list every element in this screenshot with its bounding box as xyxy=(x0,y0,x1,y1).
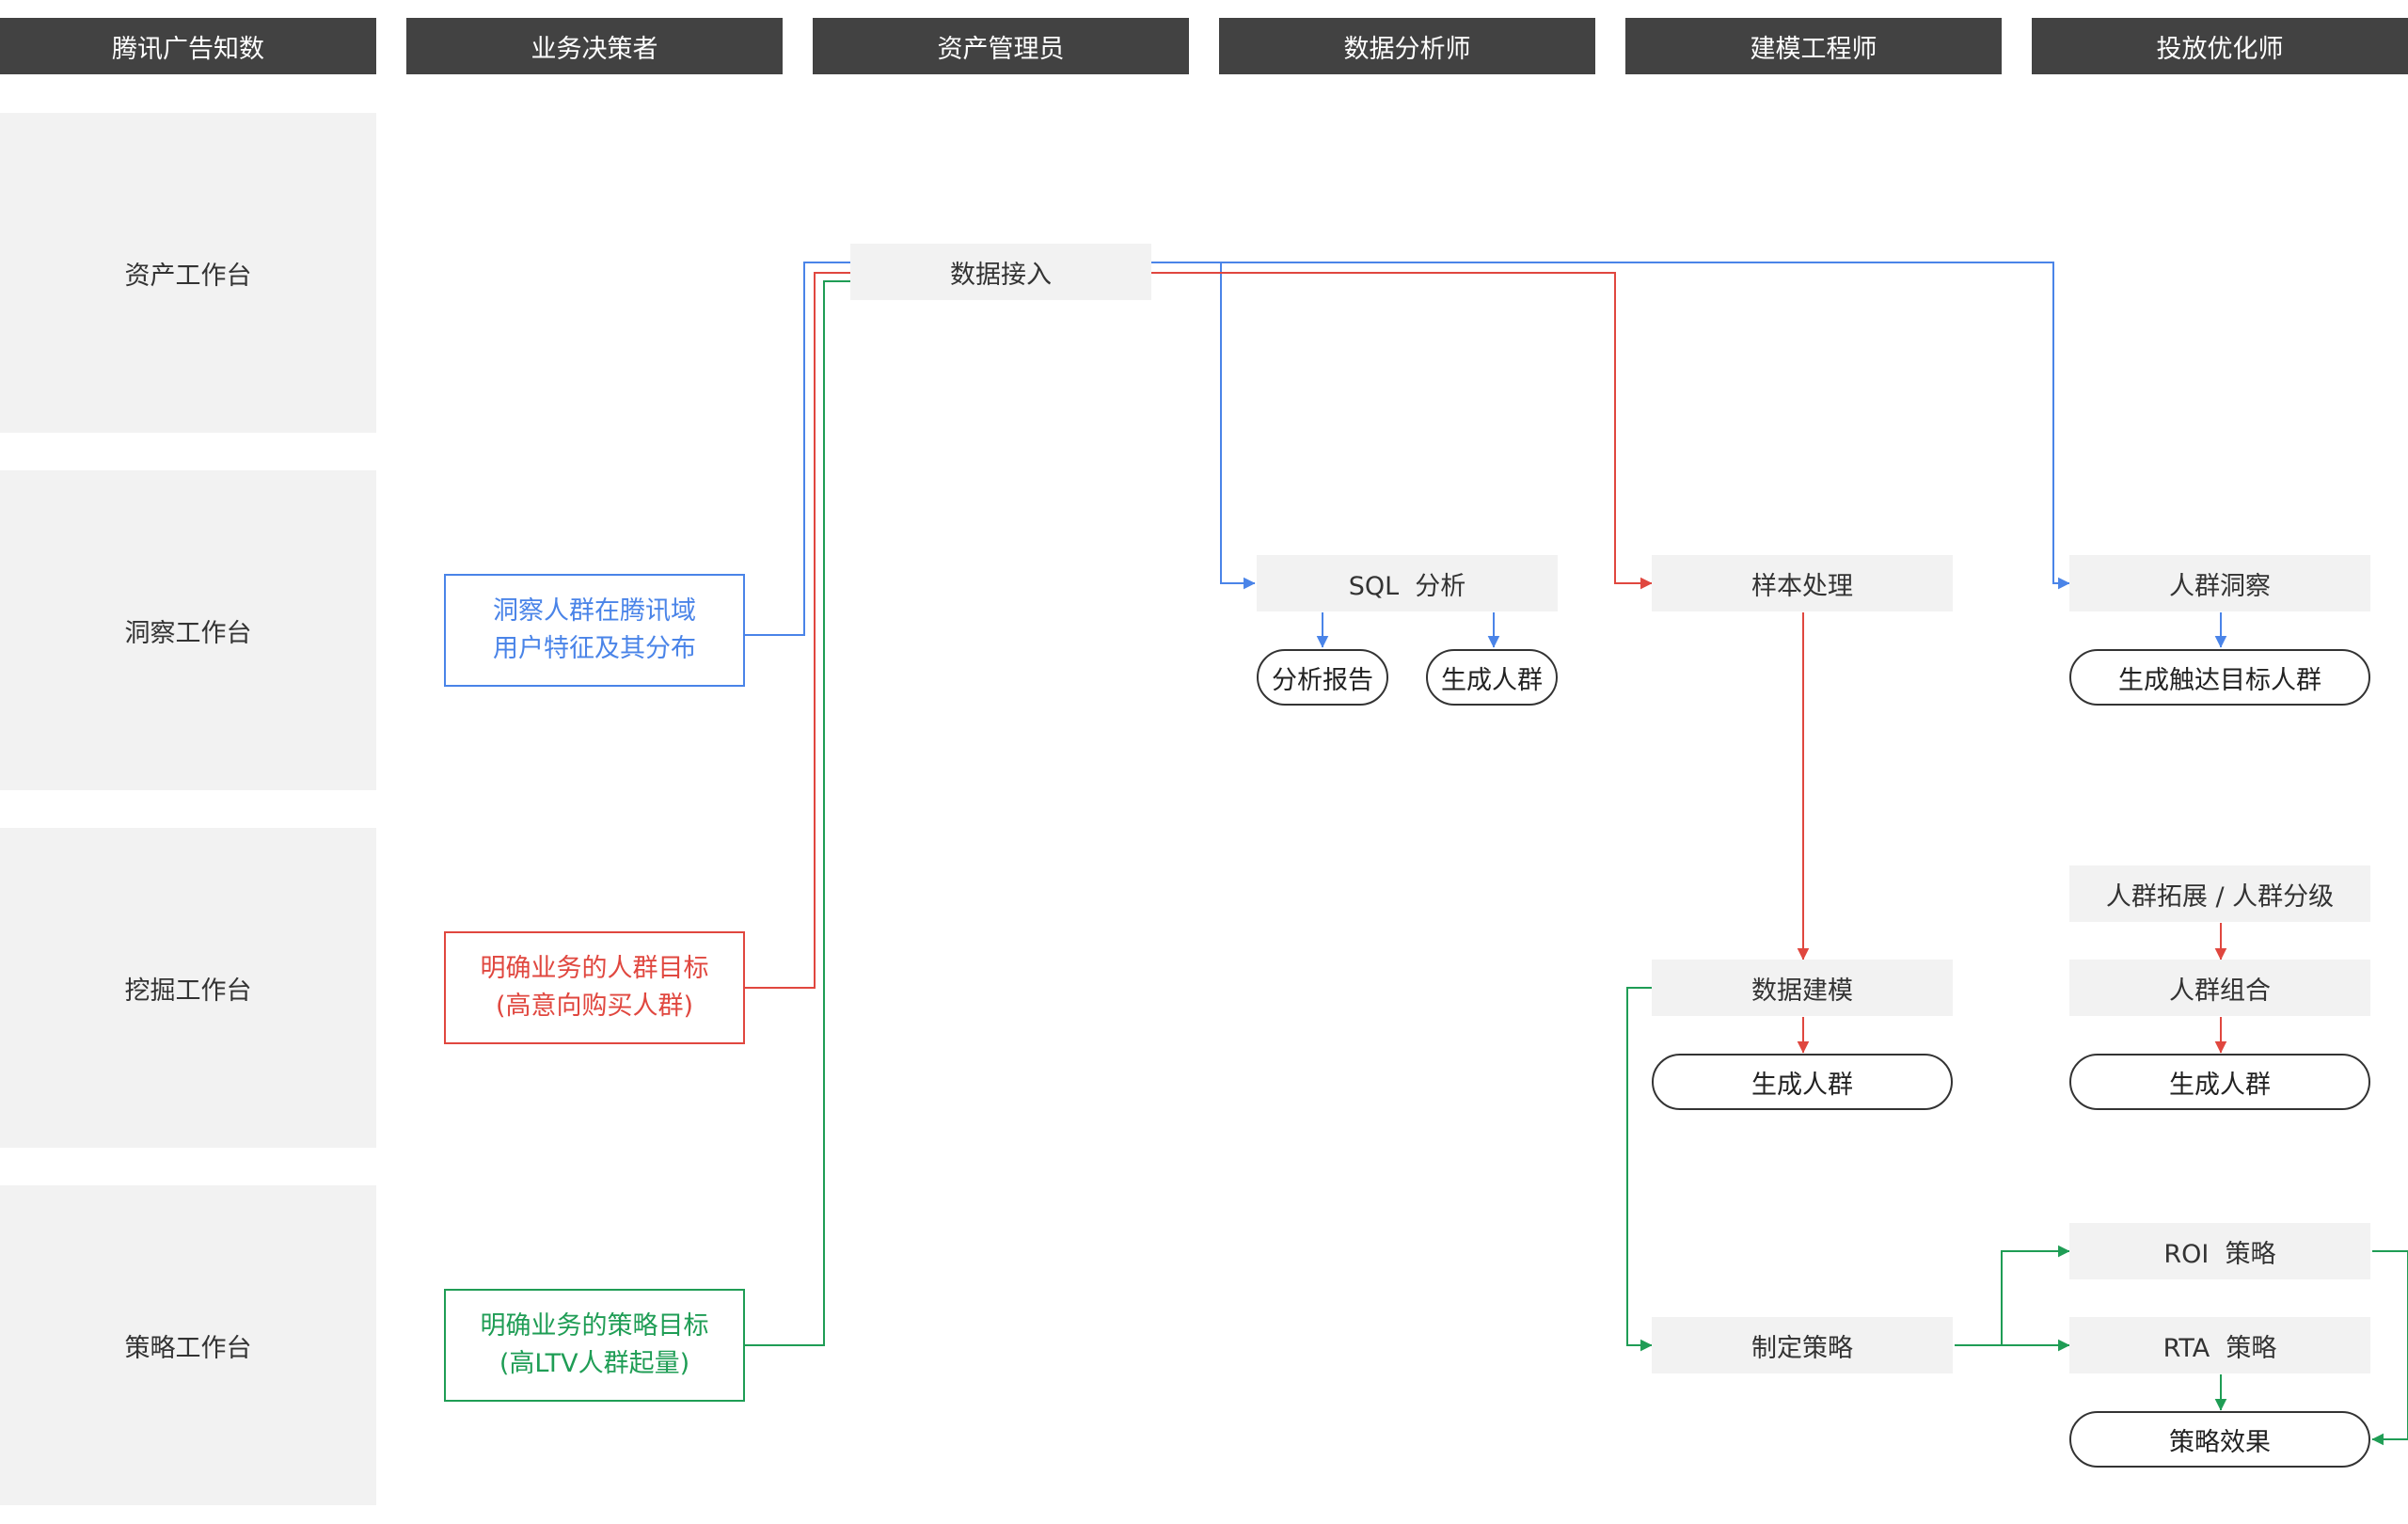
column-header-tencent-ads: 腾讯广告知数 xyxy=(0,18,376,74)
audience-combo-node: 人群组合 xyxy=(2069,960,2370,1016)
column-header-delivery-optimizer: 投放优化师 xyxy=(2032,18,2408,74)
audience-insight-node: 人群洞察 xyxy=(2069,555,2370,611)
modeler-generate-audience-node: 生成人群 xyxy=(1652,1054,1953,1110)
generate-reach-audience-node: 生成触达目标人群 xyxy=(2069,649,2370,706)
insight-goal-box: 洞察人群在腾讯域 用户特征及其分布 xyxy=(444,574,745,687)
insight-goal-line-1: 洞察人群在腾讯域 xyxy=(493,596,696,626)
column-header-asset-admin: 资产管理员 xyxy=(813,18,1189,74)
green-line-strategy-to-roi xyxy=(2001,1245,2070,1345)
optimizer-generate-audience-node: 生成人群 xyxy=(2069,1054,2370,1110)
make-strategy-node: 制定策略 xyxy=(1652,1317,1953,1373)
green-line-modeling-to-strategy xyxy=(1626,987,1653,1352)
rta-strategy-node: RTA 策略 xyxy=(2069,1317,2370,1373)
red-line-ingest-to-sample xyxy=(1151,272,1653,590)
roi-strategy-node: ROI 策略 xyxy=(2069,1223,2370,1279)
blue-line-goal-to-ingest xyxy=(745,262,850,636)
mining-goal-box: 明确业务的人群目标 (高意向购买人群) xyxy=(444,931,745,1044)
audience-expand-node: 人群拓展 / 人群分级 xyxy=(2069,865,2370,922)
strategy-effect-node: 策略效果 xyxy=(2069,1411,2370,1468)
analyst-generate-audience-node: 生成人群 xyxy=(1426,649,1558,706)
red-line-goal-to-ingest xyxy=(745,272,850,989)
insight-goal-line-2: 用户特征及其分布 xyxy=(493,634,696,663)
strategy-goal-line-1: 明确业务的策略目标 xyxy=(480,1311,709,1341)
row-label-asset-workbench: 资产工作台 xyxy=(0,113,376,433)
strategy-goal-box: 明确业务的策略目标 (高LTV人群起量) xyxy=(444,1289,745,1402)
blue-line-ingest-to-insight xyxy=(1151,262,2070,590)
mining-goal-line-1: 明确业务的人群目标 xyxy=(480,954,709,983)
data-modeling-node: 数据建模 xyxy=(1652,960,1953,1016)
row-label-strategy-workbench: 策略工作台 xyxy=(0,1185,376,1505)
analysis-report-node: 分析报告 xyxy=(1257,649,1388,706)
green-line-goal-to-ingest xyxy=(745,280,850,1346)
blue-line-ingest-to-sql xyxy=(1151,262,1256,590)
data-ingest-node: 数据接入 xyxy=(850,244,1151,300)
column-header-modeling-engineer: 建模工程师 xyxy=(1625,18,2002,74)
column-header-business-decision-maker: 业务决策者 xyxy=(406,18,783,74)
sql-analysis-node: SQL 分析 xyxy=(1257,555,1558,611)
column-header-data-analyst: 数据分析师 xyxy=(1219,18,1595,74)
row-label-mining-workbench: 挖掘工作台 xyxy=(0,828,376,1148)
row-label-insight-workbench: 洞察工作台 xyxy=(0,470,376,790)
mining-goal-line-2: (高意向购买人群) xyxy=(495,992,694,1021)
strategy-goal-line-2: (高LTV人群起量) xyxy=(499,1349,690,1378)
sample-processing-node: 样本处理 xyxy=(1652,555,1953,611)
green-line-roi-to-effect xyxy=(2371,1250,2408,1446)
